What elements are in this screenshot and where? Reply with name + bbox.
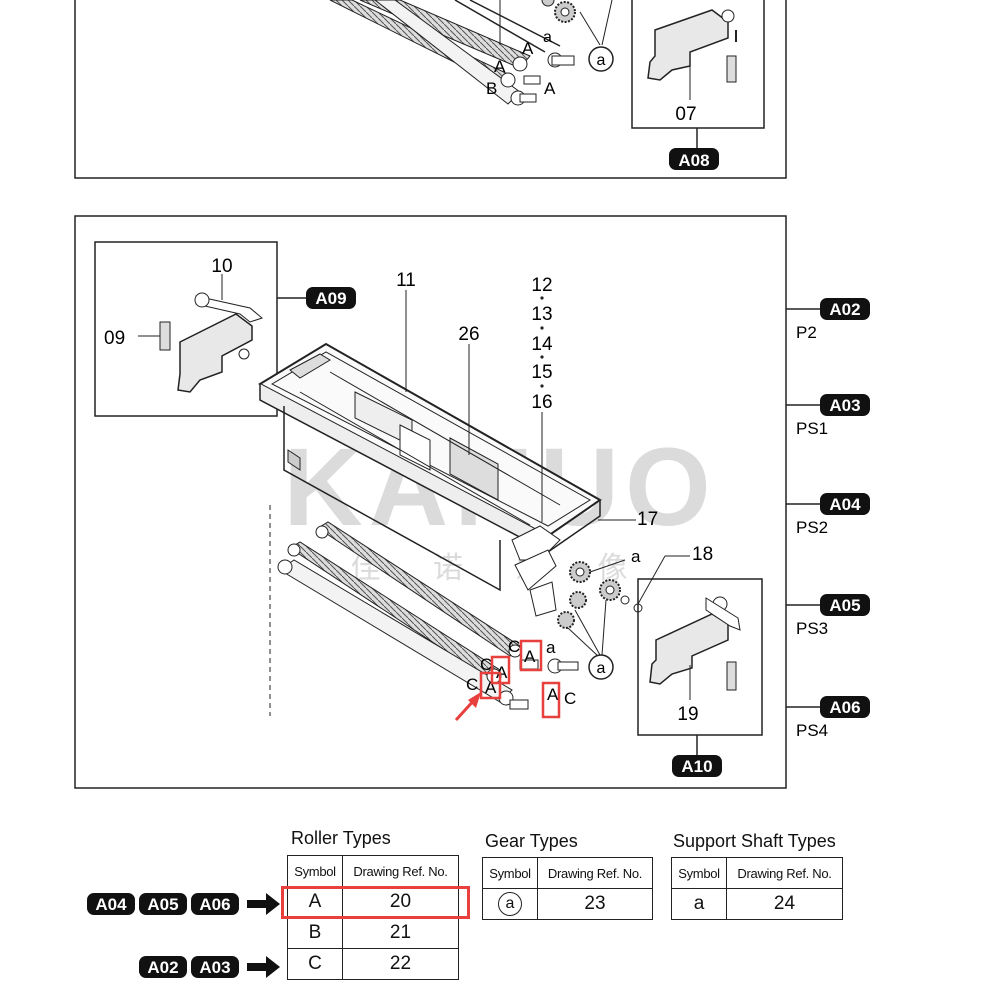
callout-09: 09 <box>104 328 125 349</box>
legend-label-ps1: PS1 <box>796 419 828 438</box>
callout-16: 16 <box>531 392 552 413</box>
pointer-badge-a04: A04 <box>95 895 127 914</box>
shaft-table-title: Support Shaft Types <box>673 831 836 851</box>
legend-label-ps2: PS2 <box>796 518 828 537</box>
roller-header-ref: Drawing Ref. No. <box>342 855 459 887</box>
top-figure: a A A B A a 07 A08 <box>74 0 787 179</box>
top-gears: a <box>541 0 614 72</box>
badge-a09: A09 <box>315 289 346 308</box>
callout-12: 12 <box>531 275 552 296</box>
arrow-right-icon <box>247 893 280 915</box>
shaft-header-ref: Drawing Ref. No. <box>726 857 843 889</box>
marker-C2: C <box>480 655 492 674</box>
roller-symbol-b: B <box>287 917 343 949</box>
roller-ref-22: 22 <box>342 948 459 980</box>
top-marker-a: a <box>543 29 552 46</box>
legend-label-p2: P2 <box>796 323 817 342</box>
side-legend: A02 P2 A03 PS1 A04 PS2 A05 PS3 A06 PS4 <box>786 298 870 740</box>
table-row: C 22 <box>287 948 459 980</box>
table-header-row: Symbol Drawing Ref. No. <box>671 857 843 889</box>
callout-13: 13 <box>531 304 552 325</box>
top-rollers <box>329 0 575 106</box>
callout-07: 07 <box>675 104 696 125</box>
table-row: a 23 <box>482 888 653 920</box>
callout-17: 17 <box>637 509 658 530</box>
top-marker-A2: A <box>494 57 506 76</box>
table-row: B 21 <box>287 917 459 949</box>
shaft-symbol-a: a <box>671 888 727 920</box>
marker-a-gear: a <box>631 547 641 566</box>
highlight-row-a <box>281 886 470 919</box>
roller-header-symbol: Symbol <box>287 855 343 887</box>
roller-housing <box>257 342 602 617</box>
badge-a10: A10 <box>681 757 712 776</box>
gear-header-ref: Drawing Ref. No. <box>537 857 653 889</box>
callout-19: 19 <box>677 704 698 725</box>
callout-26: 26 <box>458 324 479 345</box>
marker-A4: A <box>547 685 559 704</box>
top-circle-marker: a <box>597 52 606 69</box>
callout-14: 14 <box>531 334 553 355</box>
legend-badge-a05: A05 <box>829 596 860 615</box>
shaft-header-symbol: Symbol <box>671 857 727 889</box>
pointer-badge-a02: A02 <box>147 958 178 977</box>
callout-18: 18 <box>692 544 713 565</box>
marker-C4: C <box>564 689 576 708</box>
marker-C1: C <box>508 637 520 656</box>
table-header-row: Symbol Drawing Ref. No. <box>287 855 459 887</box>
callout-11: 11 <box>396 270 416 291</box>
legend-badge-a06: A06 <box>829 698 860 717</box>
gear-table-title: Gear Types <box>485 831 578 851</box>
legend-label-ps3: PS3 <box>796 619 828 638</box>
top-marker-A3: A <box>544 79 556 98</box>
roller-symbol-c: C <box>287 948 343 980</box>
top-bracket <box>631 0 765 148</box>
marker-a-shaft: a <box>546 638 556 657</box>
pointer-badge-a03: A03 <box>199 958 230 977</box>
gear-types-table: Symbol Drawing Ref. No. a 23 <box>482 857 653 920</box>
main-figure: KANUO 佳 诺 影 像 10 09 A09 <box>74 215 787 789</box>
pointer-badge-a06: A06 <box>199 895 230 914</box>
a10-bracket-group <box>637 578 763 756</box>
legend-label-ps4: PS4 <box>796 721 828 740</box>
gear-symbol-a: a <box>498 892 522 916</box>
callout-15: 15 <box>531 362 552 383</box>
a09-bracket-group <box>94 241 306 417</box>
roller-table-title: Roller Types <box>291 828 391 848</box>
roller-ref-21: 21 <box>342 917 459 949</box>
legend-badge-a03: A03 <box>829 396 860 415</box>
legend-badge-a04: A04 <box>829 495 861 514</box>
table-header-row: Symbol Drawing Ref. No. <box>482 857 653 889</box>
main-circle-marker: a <box>597 660 606 677</box>
arrow-right-icon <box>247 956 280 978</box>
pointer-row-a: A04 A05 A06 <box>87 893 280 915</box>
highlight-marker-A1 <box>519 639 543 672</box>
pointer-row-c: A02 A03 <box>139 956 280 978</box>
pointer-badge-a05: A05 <box>147 895 178 914</box>
callout-10: 10 <box>211 256 232 277</box>
support-shaft-types-table: Symbol Drawing Ref. No. a 24 <box>671 857 843 920</box>
gear-ref-23: 23 <box>537 888 653 920</box>
marker-A1: A <box>524 647 536 666</box>
badge-a08: A08 <box>678 151 709 170</box>
legend-badge-a02: A02 <box>829 300 860 319</box>
top-marker-A1: A <box>522 39 534 58</box>
table-row: a 24 <box>671 888 843 920</box>
main-rollers <box>269 505 579 716</box>
shaft-ref-24: 24 <box>726 888 843 920</box>
highlight-marker-A3 <box>479 671 502 700</box>
gear-header-symbol: Symbol <box>482 857 538 889</box>
marker-C3: C <box>466 675 478 694</box>
red-arrow-icon <box>454 692 481 722</box>
highlight-marker-A4 <box>541 681 561 719</box>
roller-symbol-a: A <box>287 886 343 918</box>
top-marker-B: B <box>486 79 497 98</box>
